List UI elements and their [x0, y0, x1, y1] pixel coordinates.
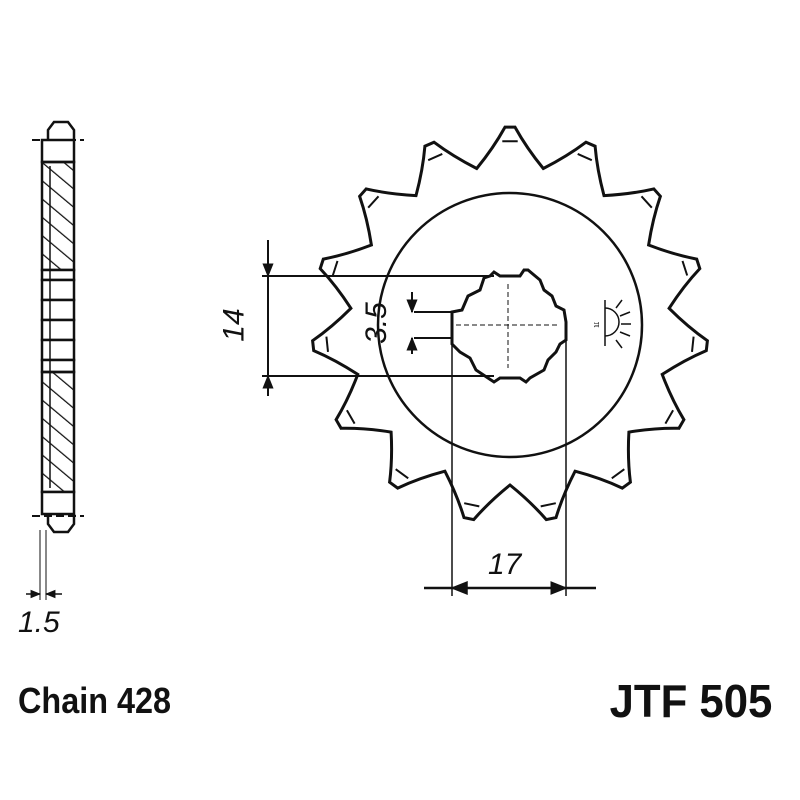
- part-number: JTF 505: [609, 675, 772, 727]
- splined-bore: [450, 268, 568, 384]
- svg-text:π: π: [591, 322, 603, 328]
- bore-width-label: 17: [488, 548, 522, 581]
- spline-height-label: 14: [217, 308, 251, 342]
- chain-label: Chain 428: [18, 680, 172, 721]
- dimension-lines: [262, 240, 596, 596]
- side-profile-view: [26, 120, 84, 600]
- thickness-label: 1.5: [18, 606, 60, 639]
- sun-hardening-symbol: π: [591, 299, 631, 349]
- spline-key-label: 3.5: [359, 302, 393, 344]
- sprocket-front-view: [311, 125, 709, 522]
